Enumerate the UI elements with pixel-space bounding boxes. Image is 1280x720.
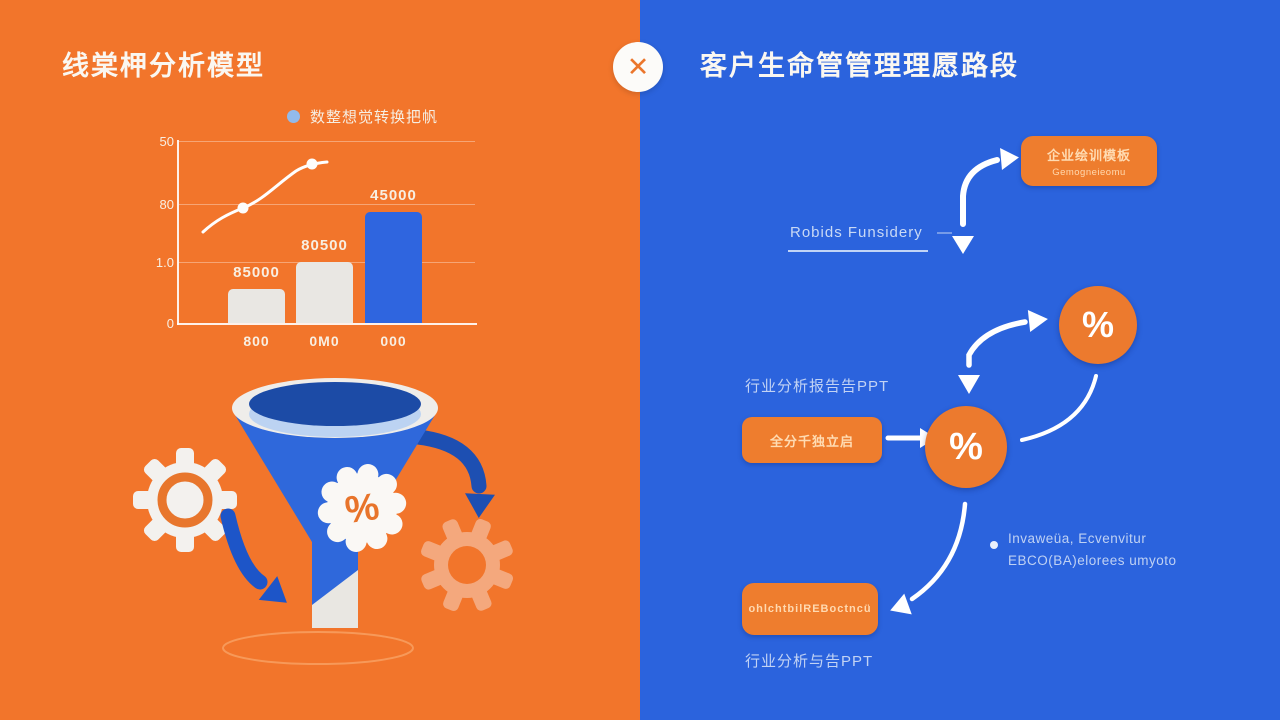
divider-close-button: ✕ — [613, 42, 663, 92]
bar-value-label: 85000 — [233, 264, 280, 281]
bottom-flow-box-label: ohlchtbilREBoctncü — [748, 603, 872, 615]
legend-dot-icon — [287, 110, 300, 123]
funnel-shadow — [222, 631, 414, 665]
y-tick-label: 80 — [159, 197, 174, 212]
bar — [228, 289, 285, 323]
funsidery-underline — [788, 250, 928, 252]
bar — [365, 212, 422, 323]
x-tick-label: 800 — [243, 333, 270, 349]
arrow-curve-right-icon — [410, 429, 495, 518]
gear-right-icon — [421, 519, 513, 611]
left-title: 线棠柙分析模型 — [62, 51, 265, 81]
funsidery-label: Robids Funsidery — [790, 224, 923, 241]
y-tick-label: 1.0 — [155, 255, 174, 270]
percent-circle-top: % — [1059, 286, 1137, 364]
right-title: 客户生命管管理理愿路段 — [700, 51, 1019, 81]
bottom-flow-box: ohlchtbilREBoctncü — [742, 583, 878, 635]
percent-circle-top-label: % — [1081, 304, 1114, 345]
percent-badge-label: % — [342, 486, 381, 532]
bar-group: 45000 000 — [365, 187, 422, 349]
x-tick-label: 000 — [380, 333, 407, 349]
chart-legend: 数整想觉转换把帆 — [287, 106, 438, 127]
mid-flow-box-label: 全分千独立启 — [769, 433, 854, 449]
arrow-down-right-icon — [220, 508, 287, 603]
dash-label: — — [937, 224, 953, 241]
trend-point — [306, 158, 318, 170]
percent-circle-mid: % — [925, 406, 1007, 488]
y-axis — [177, 140, 179, 325]
left-panel: 线棠柙分析模型 数整想觉转换把帆 50 80 1.0 0 85000 800 80500 0… — [0, 0, 640, 720]
report-label-bottom: 行业分析与告PPT — [745, 653, 874, 670]
bar-chart: 50 80 1.0 0 85000 800 80500 0M0 45000 000 — [156, 128, 488, 368]
y-tick-label: 0 — [166, 316, 174, 331]
percent-circle-mid-label: % — [949, 425, 983, 468]
bar-value-label: 80500 — [301, 237, 348, 254]
top-flow-box-line2: Gemogneieomu — [1052, 166, 1126, 178]
percent-badge-icon: % — [317, 464, 407, 552]
gridline — [179, 204, 475, 205]
mid-flow-box: 全分千独立启 — [742, 417, 882, 463]
gear-left-icon — [133, 448, 237, 552]
curved-arrow-top-icon — [952, 148, 1019, 254]
curved-arrow-circles-icon — [958, 310, 1048, 394]
y-tick-label: 50 — [159, 134, 174, 149]
bar — [296, 262, 353, 323]
bar-group: 85000 800 — [228, 264, 285, 349]
curved-arrow-bottom-icon — [890, 501, 968, 615]
bar-value-label: 45000 — [370, 187, 417, 204]
legend-label: 数整想觉转换把帆 — [310, 109, 439, 126]
top-flow-box-line1: 企业绘训模板 — [1046, 147, 1131, 163]
note-line1: Invaweüa, Ecvenvitur — [1008, 531, 1147, 546]
bullet-icon — [990, 541, 998, 549]
connector-curve-icon — [1020, 374, 1098, 442]
bar-group: 80500 0M0 — [296, 237, 353, 349]
note-line2: EBCO(BA)elorees umyoto — [1008, 553, 1177, 568]
close-icon: ✕ — [626, 51, 650, 82]
x-tick-label: 0M0 — [309, 333, 340, 349]
funnel-illustration: % — [133, 378, 513, 665]
gridline — [179, 141, 475, 142]
right-panel: 客户生命管管理理愿路段 企业绘训模板 Gemogneieomu Robids F… — [640, 0, 1280, 720]
top-flow-box: 企业绘训模板 Gemogneieomu — [1021, 136, 1157, 186]
report-label-top: 行业分析报告告PPT — [745, 378, 890, 395]
x-axis — [177, 323, 477, 325]
